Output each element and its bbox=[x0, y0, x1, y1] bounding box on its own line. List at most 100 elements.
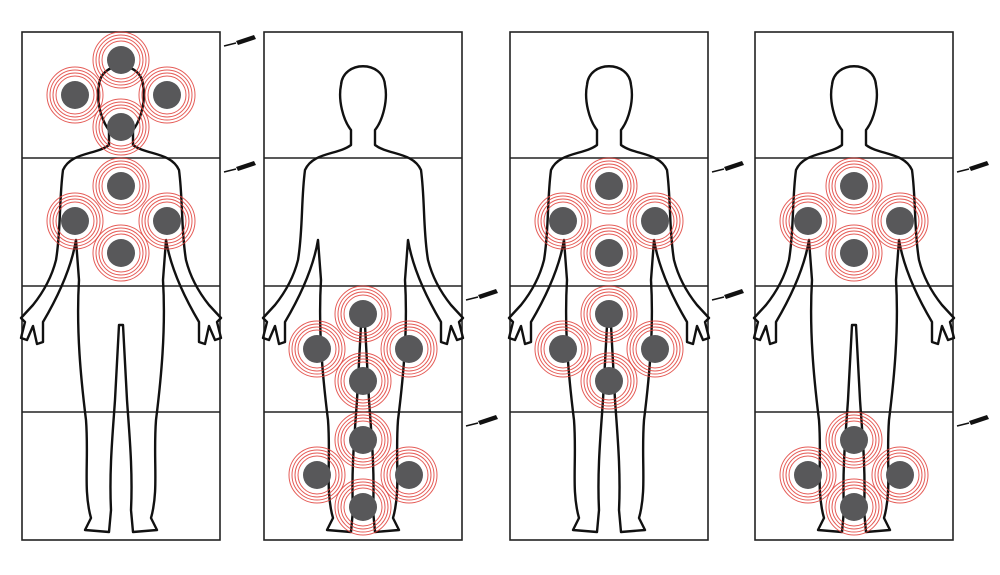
ring bbox=[92, 31, 150, 89]
electrode-node-icon bbox=[825, 224, 883, 282]
ring bbox=[543, 201, 583, 241]
ring bbox=[534, 192, 592, 250]
ring bbox=[831, 484, 877, 530]
node-core bbox=[61, 207, 89, 235]
electrode-node-icon bbox=[871, 446, 929, 504]
zone-lower-legs[interactable] bbox=[779, 411, 929, 536]
electrode-node-icon bbox=[825, 411, 883, 469]
plug-connector-icon[interactable] bbox=[465, 289, 498, 301]
ring bbox=[291, 449, 343, 501]
ring bbox=[343, 294, 383, 334]
ring bbox=[141, 195, 193, 247]
electrode-node-icon bbox=[334, 352, 392, 410]
ring bbox=[98, 104, 144, 150]
plug-body bbox=[969, 415, 989, 425]
panel-2 bbox=[261, 31, 498, 541]
ring bbox=[334, 411, 392, 469]
ring bbox=[537, 323, 589, 375]
plug-body bbox=[724, 161, 744, 171]
plug-connector-icon[interactable] bbox=[223, 161, 256, 173]
node-core bbox=[549, 335, 577, 363]
zone-head[interactable] bbox=[46, 31, 196, 156]
zone-torso[interactable] bbox=[46, 157, 196, 282]
ring bbox=[337, 414, 389, 466]
ring bbox=[785, 452, 831, 498]
ring bbox=[383, 323, 435, 375]
electrode-node-icon bbox=[334, 478, 392, 536]
electrode-node-icon bbox=[825, 478, 883, 536]
plug-connector-icon[interactable] bbox=[465, 415, 498, 427]
ring bbox=[386, 326, 432, 372]
electrode-node-icon bbox=[46, 66, 104, 124]
ring bbox=[834, 487, 874, 527]
ring bbox=[144, 198, 190, 244]
node-core bbox=[303, 335, 331, 363]
ring bbox=[380, 320, 438, 378]
ring bbox=[147, 75, 187, 115]
ring bbox=[825, 411, 883, 469]
ring bbox=[831, 163, 877, 209]
ring bbox=[828, 481, 880, 533]
ring bbox=[98, 230, 144, 276]
ring bbox=[92, 157, 150, 215]
ring bbox=[294, 452, 340, 498]
ring bbox=[834, 166, 874, 206]
ring bbox=[632, 198, 678, 244]
plug-body bbox=[236, 35, 256, 45]
node-core bbox=[349, 426, 377, 454]
plug-cable bbox=[465, 422, 479, 427]
electrode-node-icon bbox=[825, 157, 883, 215]
zone-thighs[interactable] bbox=[288, 285, 438, 410]
plug-connector-icon[interactable] bbox=[223, 35, 256, 47]
plug-connector-icon[interactable] bbox=[711, 161, 744, 173]
ring bbox=[543, 329, 583, 369]
ring bbox=[52, 72, 98, 118]
ring bbox=[877, 452, 923, 498]
zone-lower-legs[interactable] bbox=[288, 411, 438, 536]
node-core bbox=[61, 81, 89, 109]
electrode-node-icon bbox=[580, 224, 638, 282]
ring bbox=[828, 160, 880, 212]
electrode-node-icon bbox=[138, 66, 196, 124]
ring bbox=[874, 195, 926, 247]
plug-cable bbox=[465, 296, 479, 301]
ring bbox=[828, 227, 880, 279]
ring bbox=[95, 227, 147, 279]
zone-thighs[interactable] bbox=[534, 285, 684, 410]
ring bbox=[583, 355, 635, 407]
ring bbox=[880, 455, 920, 495]
ring bbox=[589, 233, 629, 273]
ring bbox=[586, 291, 632, 337]
ring bbox=[95, 34, 147, 86]
zone-torso[interactable] bbox=[534, 157, 684, 282]
electrode-node-icon bbox=[288, 446, 346, 504]
plug-connector-icon[interactable] bbox=[956, 161, 989, 173]
ring bbox=[144, 72, 190, 118]
ring bbox=[98, 163, 144, 209]
ring bbox=[586, 163, 632, 209]
electrode-node-icon bbox=[288, 320, 346, 378]
electrode-node-icon bbox=[334, 285, 392, 343]
zone-torso[interactable] bbox=[779, 157, 929, 282]
ring bbox=[297, 329, 337, 369]
plug-connector-icon[interactable] bbox=[956, 415, 989, 427]
electrode-node-icon bbox=[580, 285, 638, 343]
node-core bbox=[595, 239, 623, 267]
node-core bbox=[595, 367, 623, 395]
node-core bbox=[641, 207, 669, 235]
electrode-node-icon bbox=[380, 320, 438, 378]
panel-3 bbox=[507, 31, 744, 541]
ring bbox=[589, 294, 629, 334]
electrode-node-icon bbox=[92, 157, 150, 215]
ring bbox=[831, 230, 877, 276]
ring bbox=[880, 201, 920, 241]
ring bbox=[586, 358, 632, 404]
ring bbox=[586, 230, 632, 276]
ring bbox=[334, 285, 392, 343]
electrode-node-icon bbox=[380, 446, 438, 504]
plug-cable bbox=[711, 296, 725, 301]
ring bbox=[779, 446, 837, 504]
ring bbox=[380, 446, 438, 504]
plug-connector-icon[interactable] bbox=[711, 289, 744, 301]
ring bbox=[147, 201, 187, 241]
